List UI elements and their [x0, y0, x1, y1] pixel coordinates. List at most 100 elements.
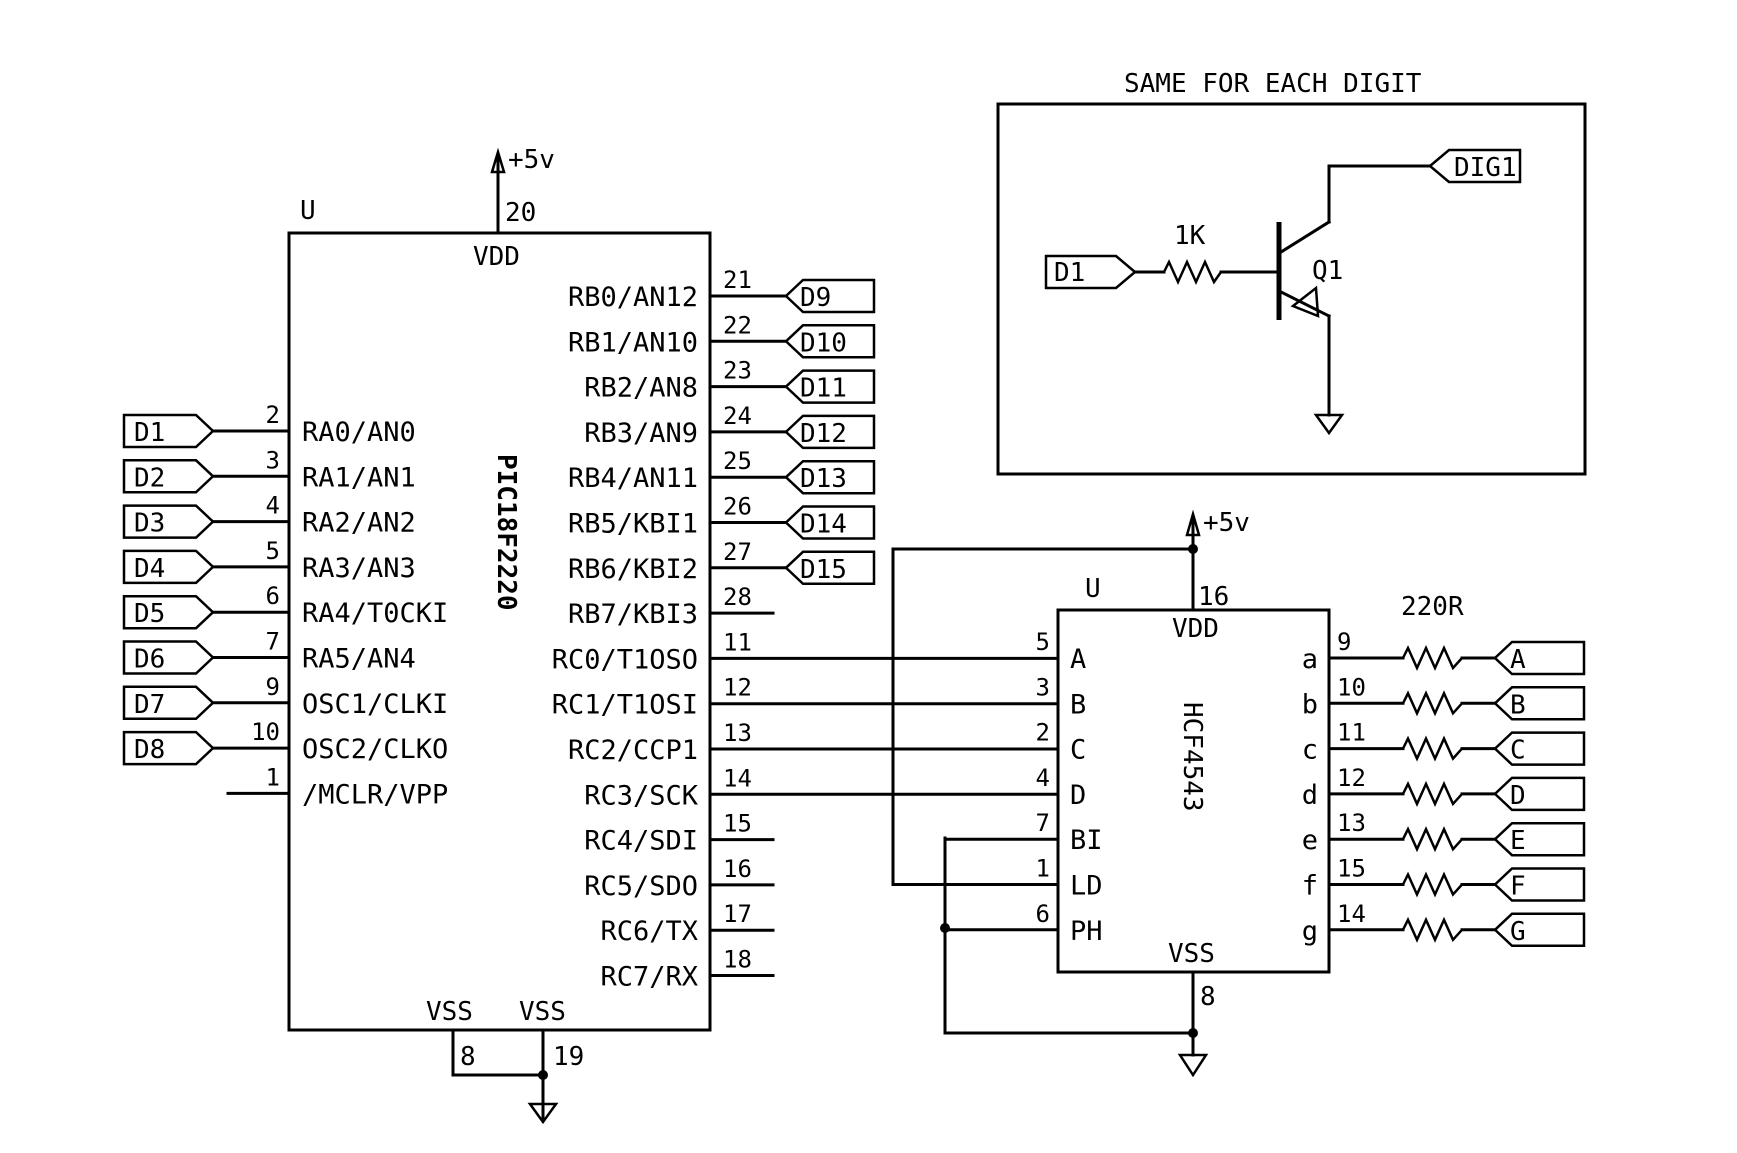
- net-port-icon: [784, 278, 876, 314]
- decoder-vdd-supply-label: +5v: [1203, 508, 1250, 538]
- mcu-pin-number: 26: [723, 493, 752, 521]
- mcu-pin-name: RC3/SCK: [584, 780, 699, 811]
- decoder-pin-number: 10: [1337, 673, 1366, 701]
- decoder-pin-name: D: [1070, 780, 1086, 811]
- mcu-pin-number: 6: [266, 582, 280, 610]
- mcu-pin-name: RC6/TX: [600, 916, 698, 947]
- decoder-pin-name: f: [1302, 871, 1318, 902]
- mcu-pin-name: RC0/T1OSO: [552, 644, 698, 675]
- mcu-pin-name: RC7/RX: [600, 962, 698, 993]
- segment-port-label: G: [1510, 917, 1526, 947]
- decoder-pin-number: 7: [1036, 809, 1050, 837]
- mcu-pin-number: 23: [723, 357, 752, 385]
- mcu-vdd-supply-label: +5v: [508, 145, 555, 175]
- mcu-vss-junction: [538, 1070, 548, 1080]
- mcu-pin-name: RB5/KBI1: [568, 509, 698, 540]
- mcu-pin-name: RA0/AN0: [302, 417, 416, 448]
- net-port-label: D14: [800, 510, 847, 540]
- mcu-pin-number: 9: [266, 673, 280, 701]
- segment-resistor-icon: [1401, 916, 1463, 943]
- net-port-label: D9: [800, 283, 831, 313]
- mcu-pin-name: RC4/SDI: [584, 826, 698, 857]
- transistor-ref-label: Q1: [1312, 256, 1343, 286]
- net-port-label: D2: [134, 463, 165, 493]
- decoder-ground-icon: [1177, 1053, 1209, 1078]
- net-port-icon: [122, 459, 215, 494]
- inset-ground-icon: [1313, 413, 1345, 436]
- mcu-vdd-pin-number: 20: [505, 198, 536, 228]
- net-port-label: D3: [134, 509, 165, 539]
- emitter-arrow-icon: [1290, 285, 1320, 318]
- mcu-vss-label-2: VSS: [519, 997, 566, 1027]
- mcu-pin-name: RB6/KBI2: [568, 554, 698, 585]
- net-port-icon: [122, 504, 215, 539]
- segment-port-icon: [1493, 686, 1586, 721]
- net-port-label: D8: [134, 735, 165, 765]
- segment-port-icon: [1493, 867, 1586, 902]
- decoder-pin-number: 2: [1036, 719, 1050, 747]
- mcu-pin-number: 21: [723, 266, 752, 294]
- decoder-pin-number: 9: [1337, 628, 1351, 656]
- mcu-pin-number: 25: [723, 447, 752, 475]
- inset-input-port: [1044, 254, 1137, 290]
- decoder-pin-name: C: [1070, 735, 1086, 766]
- net-port-label: D6: [134, 645, 165, 675]
- decoder-pin-number: 5: [1036, 628, 1050, 656]
- decoder-pin-name: a: [1302, 644, 1318, 675]
- mcu-pin-number: 12: [723, 674, 752, 702]
- decoder-part-label: HCF4543: [1177, 702, 1207, 812]
- mcu-pin-number: 11: [723, 628, 752, 656]
- decoder-pin-name: b: [1302, 689, 1318, 720]
- segment-resistor-icon: [1401, 826, 1463, 853]
- net-port-label: D12: [800, 419, 847, 449]
- decoder-pin-number: 4: [1036, 764, 1050, 792]
- mcu-pin-number: 13: [723, 719, 752, 747]
- decoder-pin-number: 13: [1337, 809, 1366, 837]
- mcu-vss-pin-number-2: 19: [553, 1042, 584, 1072]
- mcu-pin-number: 10: [251, 718, 280, 746]
- mcu-pin-name: RA4/T0CKI: [302, 598, 448, 629]
- mcu-pin-name: RB2/AN8: [584, 373, 698, 404]
- mcu-pin-name: RA3/AN3: [302, 553, 416, 584]
- net-port-label: D15: [800, 555, 847, 585]
- mcu-pin-number: 7: [266, 628, 280, 656]
- inset-output-net-label: DIG1: [1454, 153, 1517, 183]
- mcu-pin-name: OSC1/CLKI: [302, 689, 448, 720]
- net-port-label: D10: [800, 328, 847, 358]
- segment-port-label: F: [1510, 872, 1526, 902]
- mcu-pin-number: 18: [723, 946, 752, 974]
- net-port-icon: [784, 459, 876, 495]
- net-port-label: D13: [800, 464, 847, 494]
- decoder-vss-label: VSS: [1168, 939, 1215, 969]
- decoder-pin-name: LD: [1070, 871, 1103, 902]
- decoder-pin-name: g: [1302, 916, 1318, 947]
- decoder-pin-name: A: [1070, 644, 1086, 675]
- segment-port-icon: [1493, 821, 1586, 857]
- mcu-left-pins: 2RA0/AN0D13RA1/AN1D24RA2/AN2D35RA3/AN3D4…: [122, 401, 448, 810]
- mcu-pin-name: RA1/AN1: [302, 462, 416, 493]
- mcu-vdd-label: VDD: [473, 242, 520, 272]
- net-port-icon: [784, 550, 876, 586]
- decoder-vdd-label: VDD: [1172, 614, 1219, 644]
- segment-port-label: E: [1510, 826, 1526, 856]
- mcu-pin-number: 1: [266, 763, 280, 791]
- net-port-icon: [784, 324, 876, 359]
- segment-resistor-icon: [1401, 871, 1463, 898]
- inset-input-net-label: D1: [1054, 258, 1085, 288]
- decoder-pin-number: 14: [1337, 900, 1366, 928]
- segment-port-label: B: [1510, 690, 1526, 720]
- mcu-ic: U PIC18F2220 +5v 20 VDD VSS VSS 8 19 2RA…: [122, 145, 1060, 1125]
- mcu-pin-number: 27: [723, 538, 752, 566]
- mcu-vss-pin-number-1: 8: [460, 1042, 476, 1072]
- bi-ph-junction: [940, 923, 950, 933]
- decoder-pin-name: B: [1070, 689, 1086, 720]
- base-resistor-icon: [1162, 258, 1223, 286]
- base-resistor-value: 1K: [1174, 221, 1206, 251]
- segment-port-icon: [1493, 912, 1586, 948]
- decoder-pin-number: 3: [1036, 673, 1050, 701]
- net-port-label: D5: [134, 599, 165, 629]
- net-port-icon: [122, 413, 215, 449]
- net-port-icon: [122, 549, 215, 585]
